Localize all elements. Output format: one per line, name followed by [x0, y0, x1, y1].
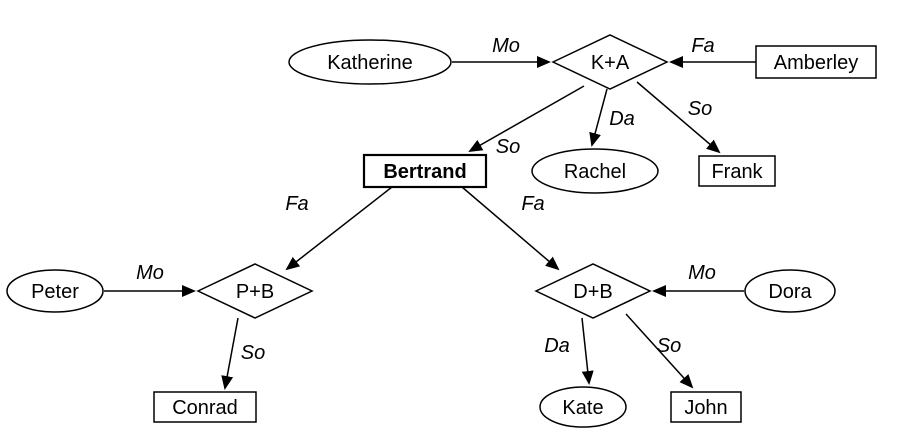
node-dora: Dora: [744, 269, 836, 313]
node-label-amberley: Amberley: [774, 52, 858, 74]
node-label-bertrand: Bertrand: [383, 161, 466, 183]
node-label-ka: K+A: [591, 52, 630, 74]
edge-label-pb-to-conrad: So: [241, 342, 265, 364]
node-label-katherine: Katherine: [327, 52, 413, 74]
node-label-john: John: [684, 397, 727, 419]
node-label-peter: Peter: [31, 281, 79, 303]
node-shape-db: [534, 263, 652, 319]
edge-db-to-john: [625, 313, 694, 389]
node-pb: P+B: [196, 263, 314, 319]
edge-label-ka-to-bertrand: So: [496, 136, 520, 158]
node-peter: Peter: [6, 269, 104, 313]
node-shape-rachel: [531, 148, 659, 194]
node-label-rachel: Rachel: [564, 161, 626, 183]
node-katherine: Katherine: [288, 39, 452, 85]
node-shape-peter: [6, 269, 104, 313]
node-shape-pb: [196, 263, 314, 319]
node-label-pb: P+B: [236, 281, 274, 303]
node-conrad: Conrad: [153, 391, 257, 423]
node-shape-conrad: [153, 391, 257, 423]
node-amberley: Amberley: [755, 45, 877, 79]
node-shape-bertrand: [362, 153, 488, 189]
edge-ka-to-bertrand: [468, 85, 585, 152]
edge-bertrand-to-db: [461, 186, 560, 271]
edge-pb-to-conrad: [221, 317, 239, 390]
edge-bertrand-to-pb: [285, 186, 393, 271]
node-label-frank: Frank: [711, 161, 763, 183]
edge-label-db-to-john: So: [657, 335, 681, 357]
node-frank: Frank: [698, 155, 776, 187]
node-shape-amberley: [755, 45, 877, 79]
node-bertrand: Bertrand: [362, 153, 488, 189]
edge-ka-to-frank: [636, 81, 721, 154]
node-db: D+B: [534, 263, 652, 319]
edge-label-bertrand-to-db: Fa: [521, 193, 544, 215]
node-shape-ka: [551, 34, 669, 90]
node-ka: K+A: [551, 34, 669, 90]
node-shape-katherine: [288, 39, 452, 85]
node-label-db: D+B: [573, 281, 612, 303]
edge-db-to-kate: [581, 317, 594, 385]
node-shape-john: [670, 391, 742, 423]
edge-label-peter-to-pb: Mo: [136, 262, 164, 284]
edge-label-bertrand-to-pb: Fa: [285, 193, 308, 215]
edge-label-amberley-to-ka: Fa: [691, 35, 714, 57]
node-shape-kate: [539, 386, 627, 428]
node-label-dora: Dora: [768, 281, 812, 303]
edge-label-ka-to-rachel: Da: [609, 108, 635, 130]
node-john: John: [670, 391, 742, 423]
node-label-kate: Kate: [562, 397, 603, 419]
node-label-conrad: Conrad: [172, 397, 238, 419]
edge-label-katherine-to-ka: Mo: [492, 35, 520, 57]
edge-ka-to-rachel: [589, 88, 608, 147]
node-rachel: Rachel: [531, 148, 659, 194]
node-kate: Kate: [539, 386, 627, 428]
node-shape-frank: [698, 155, 776, 187]
edge-label-dora-to-db: Mo: [688, 262, 716, 284]
edge-label-ka-to-frank: So: [688, 98, 712, 120]
edge-label-db-to-kate: Da: [544, 335, 570, 357]
node-shape-dora: [744, 269, 836, 313]
